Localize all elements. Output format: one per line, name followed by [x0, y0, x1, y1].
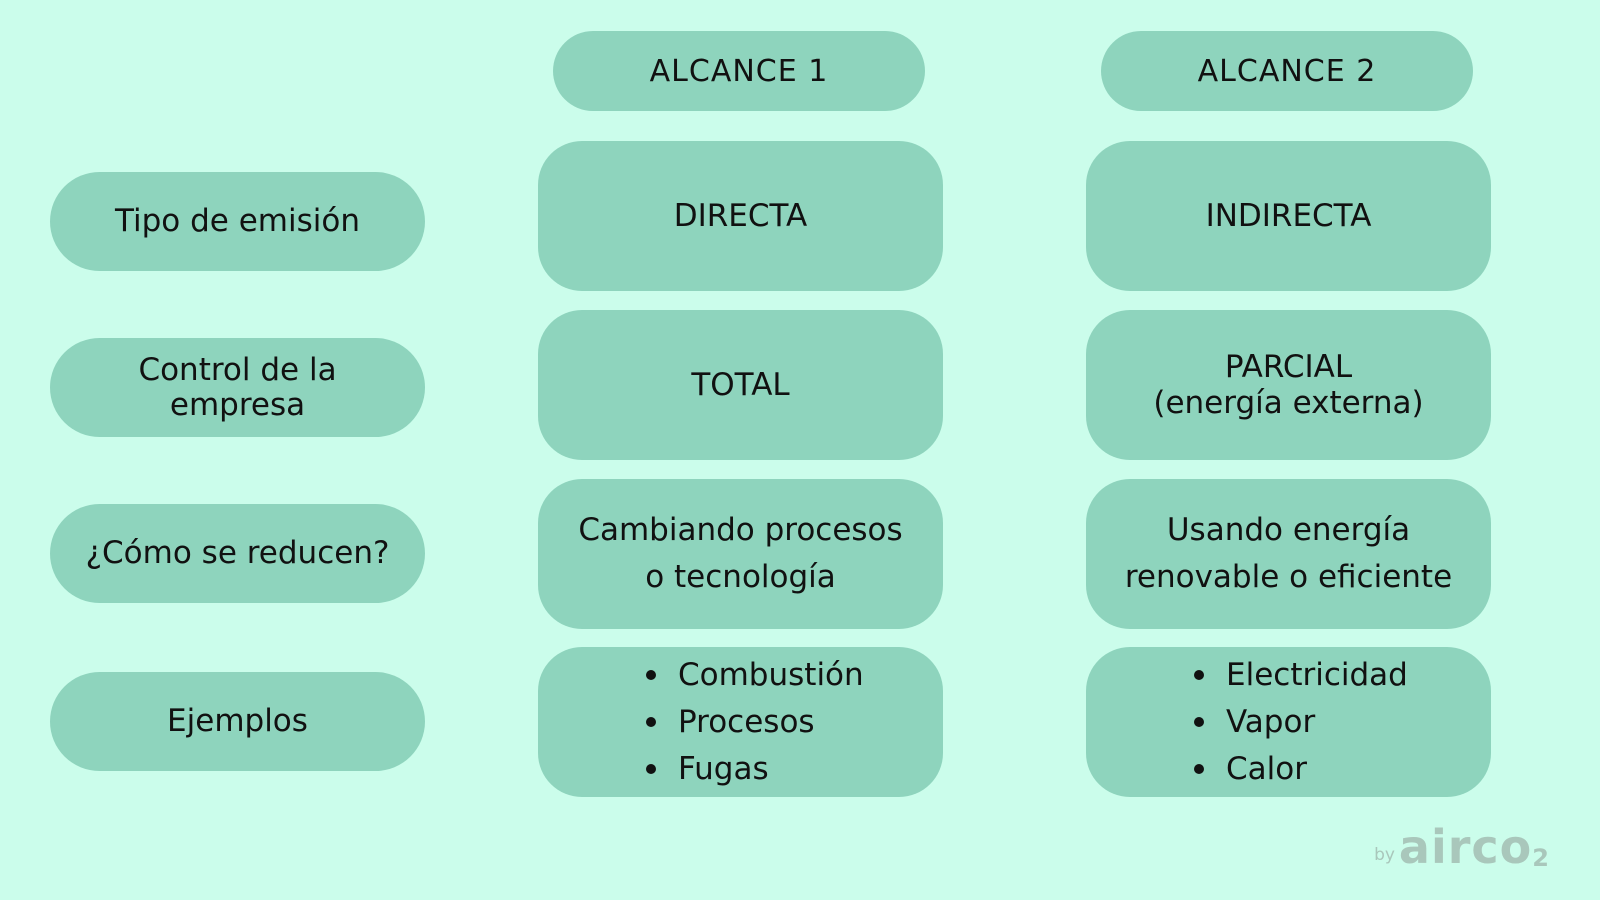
- bullet-icon: [646, 670, 656, 680]
- cell-text: INDIRECTA: [1205, 198, 1372, 234]
- examples-list: Electricidad Vapor Calor: [1194, 652, 1408, 793]
- cell-text: DIRECTA: [673, 198, 808, 234]
- cell-tipo-emision-alcance-1: DIRECTA: [538, 141, 943, 291]
- row-label-tipo-emision: Tipo de emisión: [50, 172, 425, 271]
- brand-by-text: by: [1374, 845, 1395, 865]
- list-item-text: Electricidad: [1226, 657, 1408, 693]
- column-header-alcance-2: ALCANCE 2: [1101, 31, 1473, 111]
- row-label-ejemplos: Ejemplos: [50, 672, 425, 771]
- examples-list: Combustión Procesos Fugas: [646, 652, 864, 793]
- bullet-icon: [1194, 764, 1204, 774]
- list-item: Fugas: [646, 746, 864, 793]
- row-label-control-empresa: Control de la empresa: [50, 338, 425, 437]
- row-label-como-se-reducen: ¿Cómo se reducen?: [50, 504, 425, 603]
- cell-reduccion-alcance-2: Usando energía renovable o eficiente: [1086, 479, 1491, 629]
- column-header-label: ALCANCE 2: [1197, 53, 1377, 89]
- row-label-text: ¿Cómo se reducen?: [85, 535, 390, 571]
- cell-control-alcance-1: TOTAL: [538, 310, 943, 460]
- cell-tipo-emision-alcance-2: INDIRECTA: [1086, 141, 1491, 291]
- cell-reduccion-alcance-1: Cambiando procesos o tecnología: [538, 479, 943, 629]
- list-item: Combustión: [646, 652, 864, 699]
- cell-text: PARCIAL (energía externa): [1153, 349, 1424, 421]
- list-item: Calor: [1194, 746, 1408, 793]
- column-header-alcance-1: ALCANCE 1: [553, 31, 925, 111]
- brand-logo: by airco 2: [1374, 820, 1549, 874]
- cell-text: TOTAL: [691, 367, 790, 403]
- list-item: Vapor: [1194, 699, 1408, 746]
- cell-text: Cambiando procesos o tecnología: [578, 512, 903, 595]
- cell-ejemplos-alcance-2: Electricidad Vapor Calor: [1086, 647, 1491, 797]
- cell-text: Usando energía renovable o eficiente: [1124, 512, 1453, 595]
- list-item: Electricidad: [1194, 652, 1408, 699]
- row-label-text: Control de la empresa: [138, 351, 337, 423]
- list-item: Procesos: [646, 699, 864, 746]
- list-item-text: Fugas: [678, 751, 769, 787]
- list-item-text: Calor: [1226, 751, 1307, 787]
- list-item-text: Vapor: [1226, 704, 1316, 740]
- bullet-icon: [1194, 670, 1204, 680]
- bullet-icon: [1194, 717, 1204, 727]
- brand-subscript: 2: [1532, 844, 1549, 872]
- row-label-text: Ejemplos: [167, 703, 308, 739]
- cell-ejemplos-alcance-1: Combustión Procesos Fugas: [538, 647, 943, 797]
- bullet-icon: [646, 717, 656, 727]
- list-item-text: Combustión: [678, 657, 864, 693]
- row-label-text: Tipo de emisión: [115, 203, 360, 239]
- bullet-icon: [646, 764, 656, 774]
- column-header-label: ALCANCE 1: [649, 53, 829, 89]
- cell-control-alcance-2: PARCIAL (energía externa): [1086, 310, 1491, 460]
- brand-wordmark: airco: [1398, 820, 1533, 874]
- list-item-text: Procesos: [678, 704, 815, 740]
